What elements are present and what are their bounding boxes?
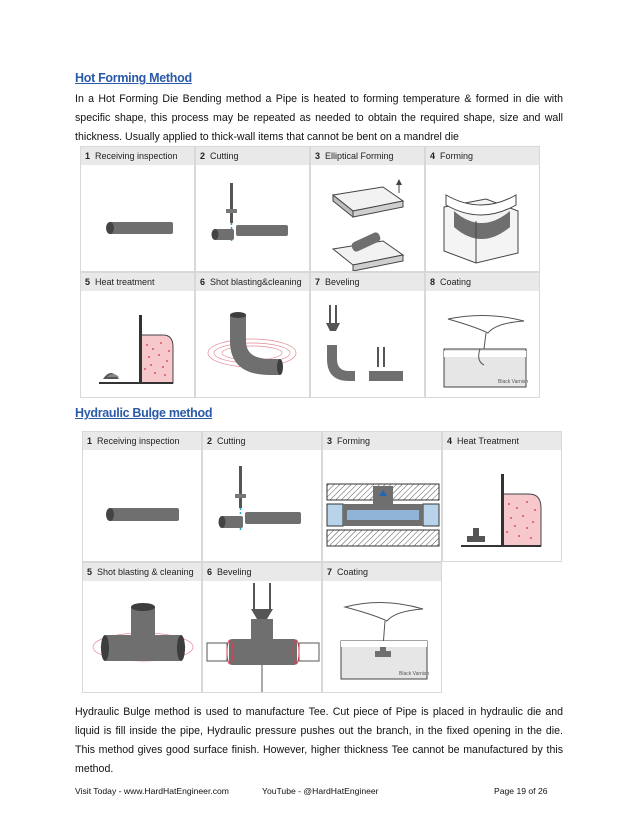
step-number: 2 <box>207 436 213 446</box>
heat-treatment-illustration <box>99 315 174 384</box>
step-number: 4 <box>430 151 436 161</box>
step-number: 8 <box>430 277 436 287</box>
pipe-illustration <box>106 222 173 234</box>
hot-step-7: 7 Beveling <box>310 272 425 398</box>
step-label: Receiving inspection <box>95 151 178 161</box>
tee-beveling-illustration <box>206 583 320 692</box>
step-number: 7 <box>327 567 333 577</box>
step-number: 6 <box>200 277 206 287</box>
section-title-hydraulic-bulge: Hydraulic Bulge method <box>75 406 213 420</box>
step-number: 1 <box>87 436 93 446</box>
step-number: 2 <box>200 151 206 161</box>
hot-step-5: 5 Heat treatment <box>80 272 195 398</box>
heat-treatment-illustration <box>461 474 542 547</box>
bulge-step-3: 3 Forming <box>322 431 442 562</box>
step-label: Heat treatment <box>95 277 155 287</box>
footer-youtube: YouTube - @HardHatEngineer <box>262 786 379 796</box>
hydraulic-bulge-description: Hydraulic Bulge method is used to manufa… <box>75 706 563 775</box>
bulge-step-5: 5 Shot blasting & cleaning <box>82 562 202 693</box>
coating-tag: Black Varnish <box>498 379 528 385</box>
step-label: Forming <box>337 436 371 446</box>
pipe-illustration <box>106 508 179 521</box>
bulge-step-6: 6 Beveling <box>202 562 322 693</box>
step-label: Elliptical Forming <box>325 151 394 161</box>
coating-tank-illustration: Black Varnish <box>340 601 429 680</box>
beveling-illustration <box>326 305 403 381</box>
tee-shot-blasting-illustration <box>92 603 194 662</box>
hot-step-4: 4 Forming <box>425 146 540 272</box>
coating-tank-illustration: Black Varnish <box>443 314 528 388</box>
step-number: 7 <box>315 277 321 287</box>
bulge-step-2: 2 Cutting <box>202 431 322 562</box>
hot-step-3: 3 Elliptical Forming <box>310 146 425 272</box>
step-number: 5 <box>85 277 91 287</box>
footer-page-number: Page 19 of 26 <box>494 786 548 796</box>
step-label: Heat Treatment <box>457 436 520 446</box>
forming-die-illustration <box>443 194 519 264</box>
hot-forming-description: In a Hot Forming Die Bending method a Pi… <box>75 93 563 143</box>
step-number: 3 <box>327 436 333 446</box>
step-number: 6 <box>207 567 213 577</box>
section-title-hot-forming: Hot Forming Method <box>75 71 192 85</box>
footer-website: Visit Today - www.HardHatEngineer.com <box>75 786 229 796</box>
cutting-illustration <box>211 183 288 243</box>
step-number: 3 <box>315 151 321 161</box>
bulge-step-7: 7 Coating Black Varnish <box>322 562 442 693</box>
step-label: Cutting <box>217 436 246 446</box>
hot-step-2: 2 Cutting <box>195 146 310 272</box>
step-label: Coating <box>440 277 472 287</box>
step-number: 4 <box>447 436 453 446</box>
step-label: Beveling <box>325 277 360 287</box>
step-label: Cutting <box>210 151 239 161</box>
step-label: Shot blasting&cleaning <box>210 277 302 287</box>
elliptical-forming-illustration <box>331 179 405 271</box>
hot-step-1: 1 Receiving inspection <box>80 146 195 272</box>
cutting-illustration <box>218 466 301 530</box>
step-number: 5 <box>87 567 93 577</box>
step-label: Coating <box>337 567 369 577</box>
step-label: Receiving inspection <box>97 436 180 446</box>
bulge-step-4: 4 Heat Treatment <box>442 431 562 562</box>
coating-tag: Black Varnish <box>399 671 429 677</box>
step-label: Shot blasting & cleaning <box>97 567 194 577</box>
shot-blasting-illustration <box>207 312 297 375</box>
step-label: Forming <box>440 151 474 161</box>
hot-step-6: 6 Shot blasting&cleaning <box>195 272 310 398</box>
hot-step-8: 8 Coating Black Varnish <box>425 272 540 398</box>
step-label: Beveling <box>217 567 252 577</box>
step-number: 1 <box>85 151 91 161</box>
bulge-step-1: 1 Receiving inspection <box>82 431 202 562</box>
bulge-process-grid: 1 Receiving inspection 2 Cutting 3 Forming <box>82 431 562 693</box>
hot-forming-process-grid: 1 Receiving inspection 2 Cutting 3 Elliptic… <box>80 146 540 398</box>
hydraulic-die-illustration <box>326 483 440 547</box>
